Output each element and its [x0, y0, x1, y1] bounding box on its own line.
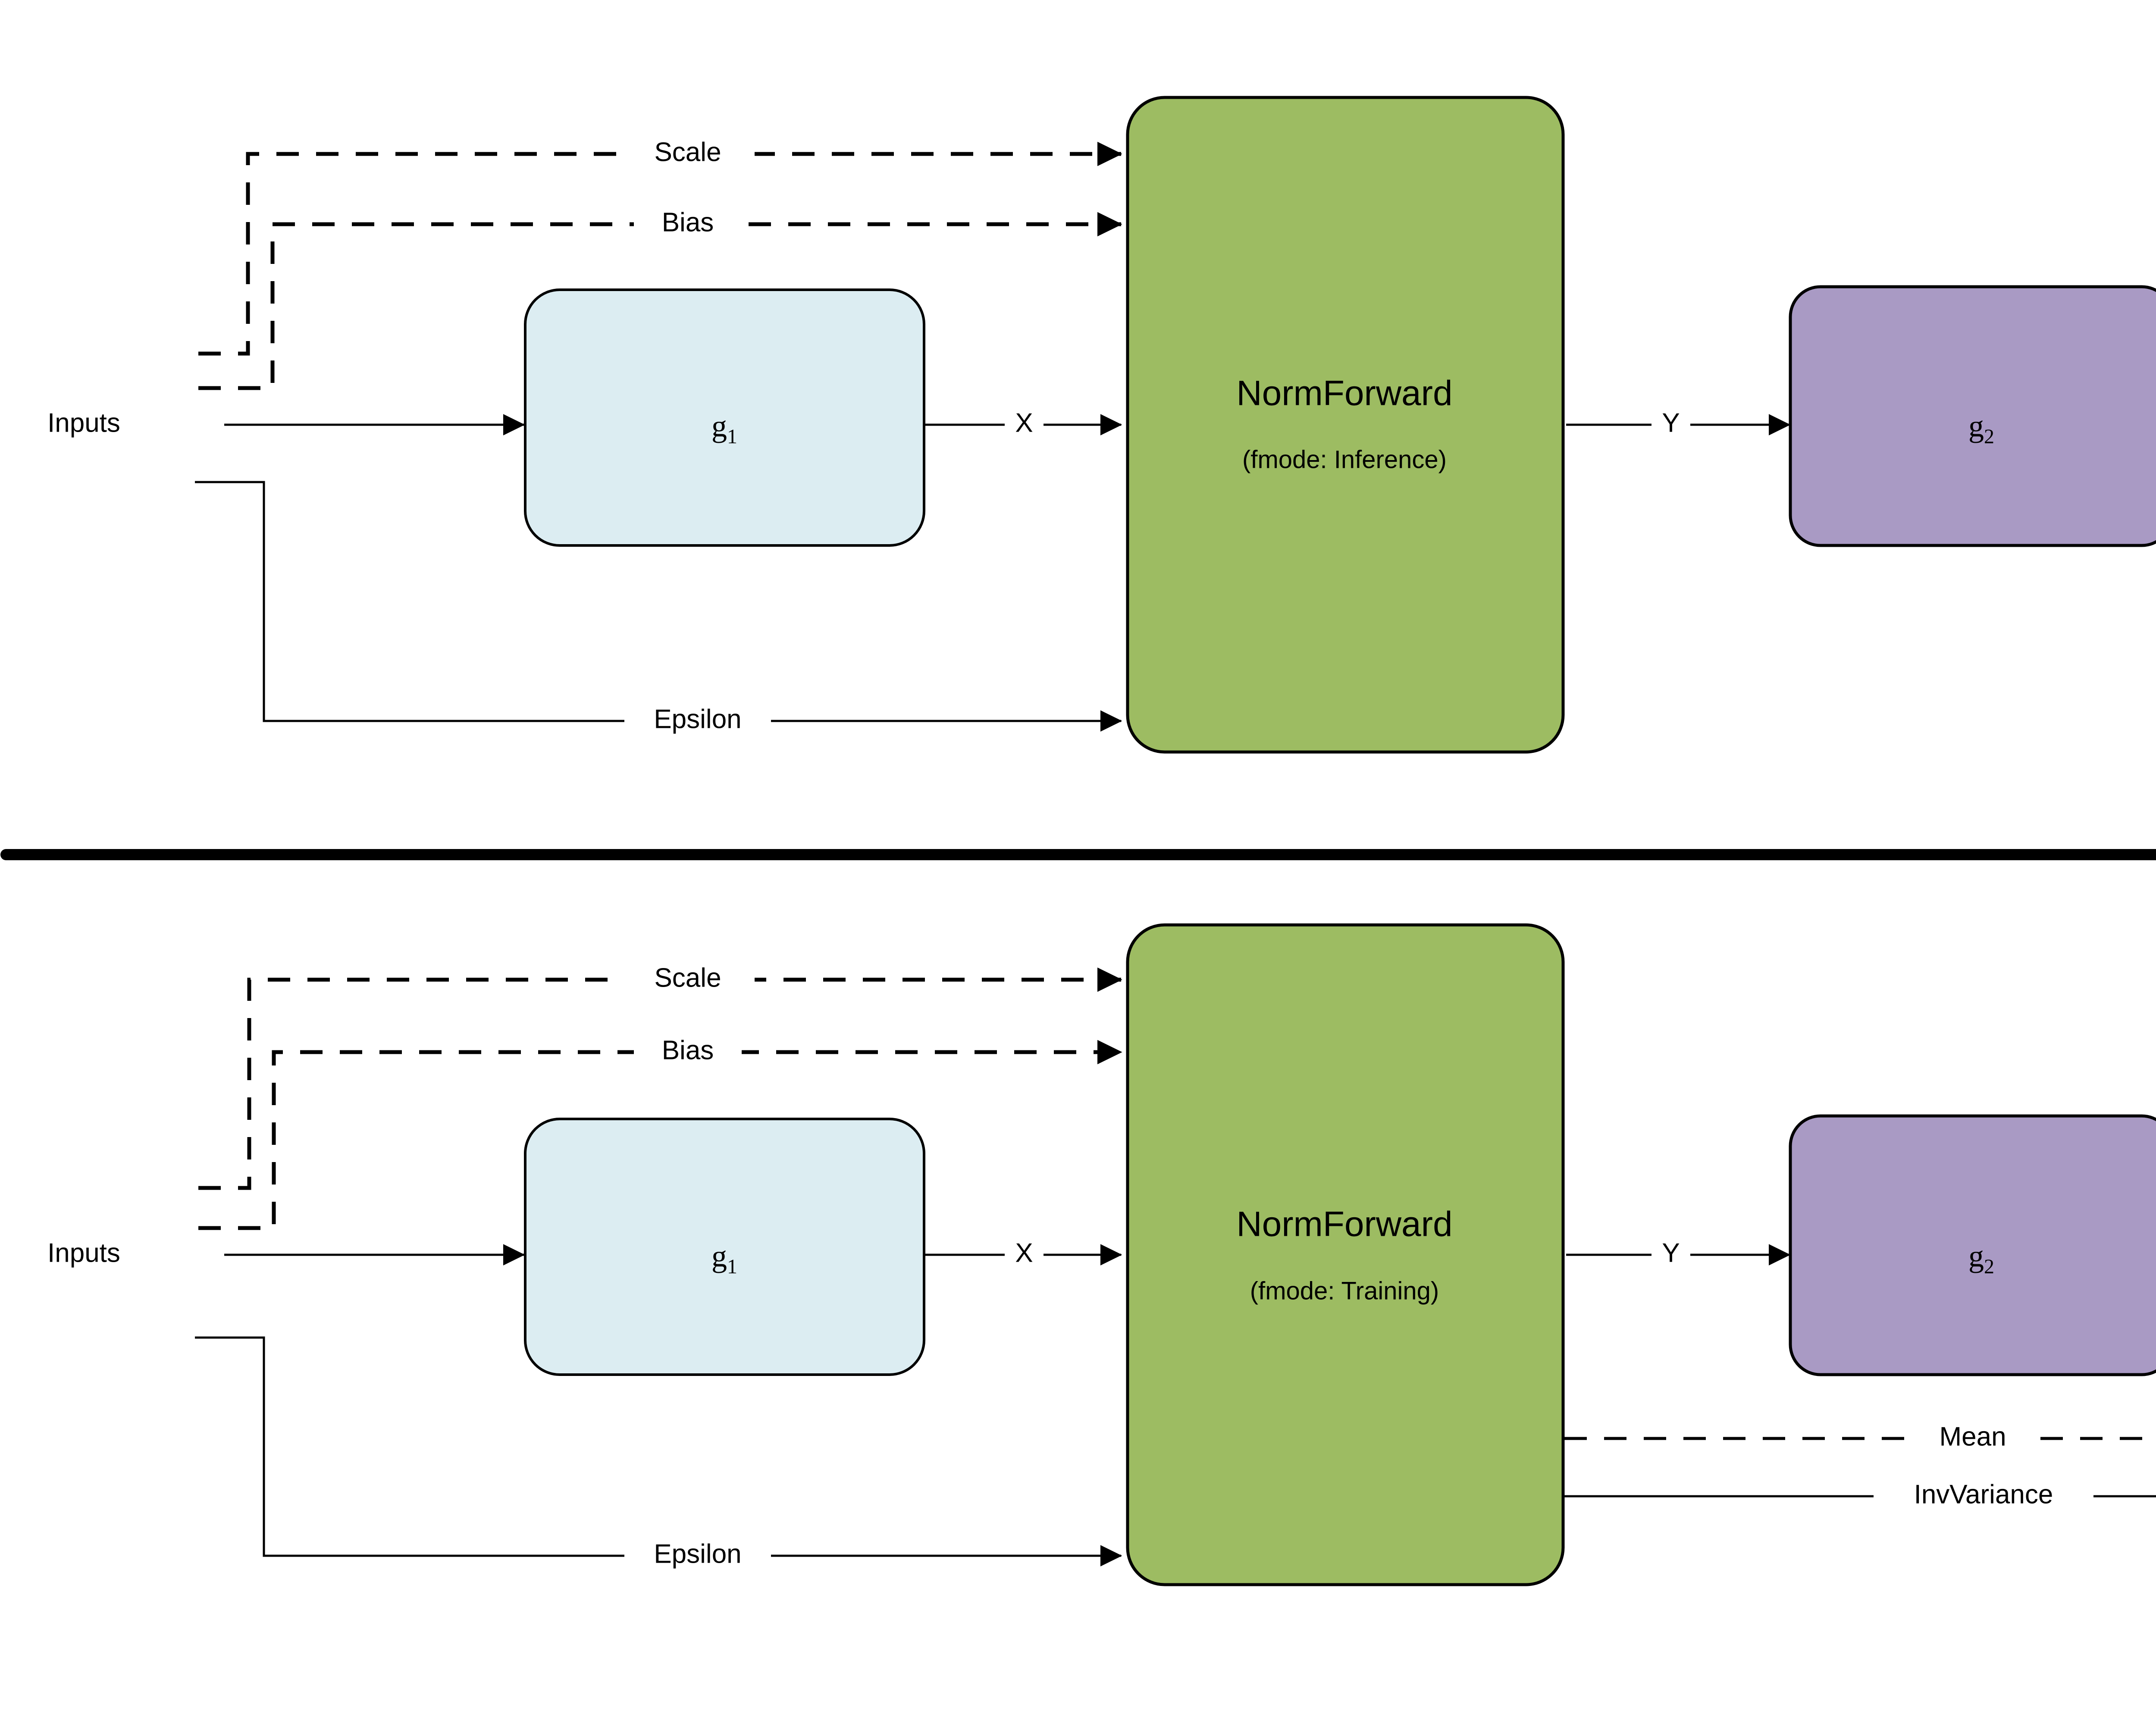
epsilon-label-training: Epsilon	[654, 1539, 741, 1569]
scale-label-training: Scale	[654, 963, 721, 993]
scale-label: Scale	[654, 137, 721, 167]
y-label-plate	[1651, 407, 1690, 442]
node-normforward-training[interactable]	[1126, 923, 1565, 1586]
bias-label: Bias	[662, 207, 714, 237]
bias-label-training: Bias	[662, 1035, 714, 1065]
node-normforward-title-training: NormForward	[1236, 1205, 1452, 1244]
node-g2-label-training: g2	[1968, 1239, 1994, 1278]
scale-label-plate-training	[621, 962, 755, 997]
node-g1-label: g1	[711, 409, 737, 448]
y-label: Y	[1662, 408, 1680, 438]
node-g2[interactable]	[1789, 285, 2156, 547]
y-label-training: Y	[1662, 1238, 1680, 1268]
node-normforward[interactable]	[1126, 96, 1565, 754]
invvariance-output-label: InvVariance	[1914, 1479, 2053, 1509]
node-g2-label: g2	[1968, 409, 1994, 448]
inputs-label: Inputs	[47, 408, 120, 438]
mean-label-plate	[1910, 1421, 2035, 1456]
node-normforward-subtitle: (fmode: Inference)	[1242, 445, 1447, 473]
invvariance-label-plate	[1874, 1479, 2093, 1514]
node-normforward-subtitle-training: (fmode: Training)	[1250, 1277, 1439, 1305]
x-label-plate-training	[1005, 1237, 1044, 1272]
x-label-training: X	[1015, 1238, 1033, 1268]
bias-label-plate	[634, 207, 742, 242]
y-label-plate-training	[1651, 1237, 1690, 1272]
epsilon-label: Epsilon	[654, 704, 741, 734]
bias-label-plate-training	[634, 1034, 742, 1070]
node-g1[interactable]	[524, 288, 925, 547]
epsilon-label-plate-training	[624, 1538, 771, 1573]
scale-label-plate	[621, 136, 755, 172]
node-g2-training[interactable]	[1789, 1114, 2156, 1376]
x-label: X	[1015, 408, 1033, 438]
node-normforward-title: NormForward	[1236, 374, 1452, 413]
mean-output-label: Mean	[1939, 1422, 2006, 1451]
inputs-label-training: Inputs	[47, 1238, 120, 1268]
x-label-plate	[1005, 407, 1044, 442]
epsilon-label-plate	[624, 703, 771, 739]
node-g1-label-training: g1	[711, 1239, 737, 1278]
inference-panel: g1 NormForward (fmode: Inference) g2 Sca…	[47, 96, 2156, 754]
node-g1-training[interactable]	[524, 1118, 925, 1376]
training-panel: g1 NormForward (fmode: Training) g2 Scal…	[47, 923, 2156, 1586]
